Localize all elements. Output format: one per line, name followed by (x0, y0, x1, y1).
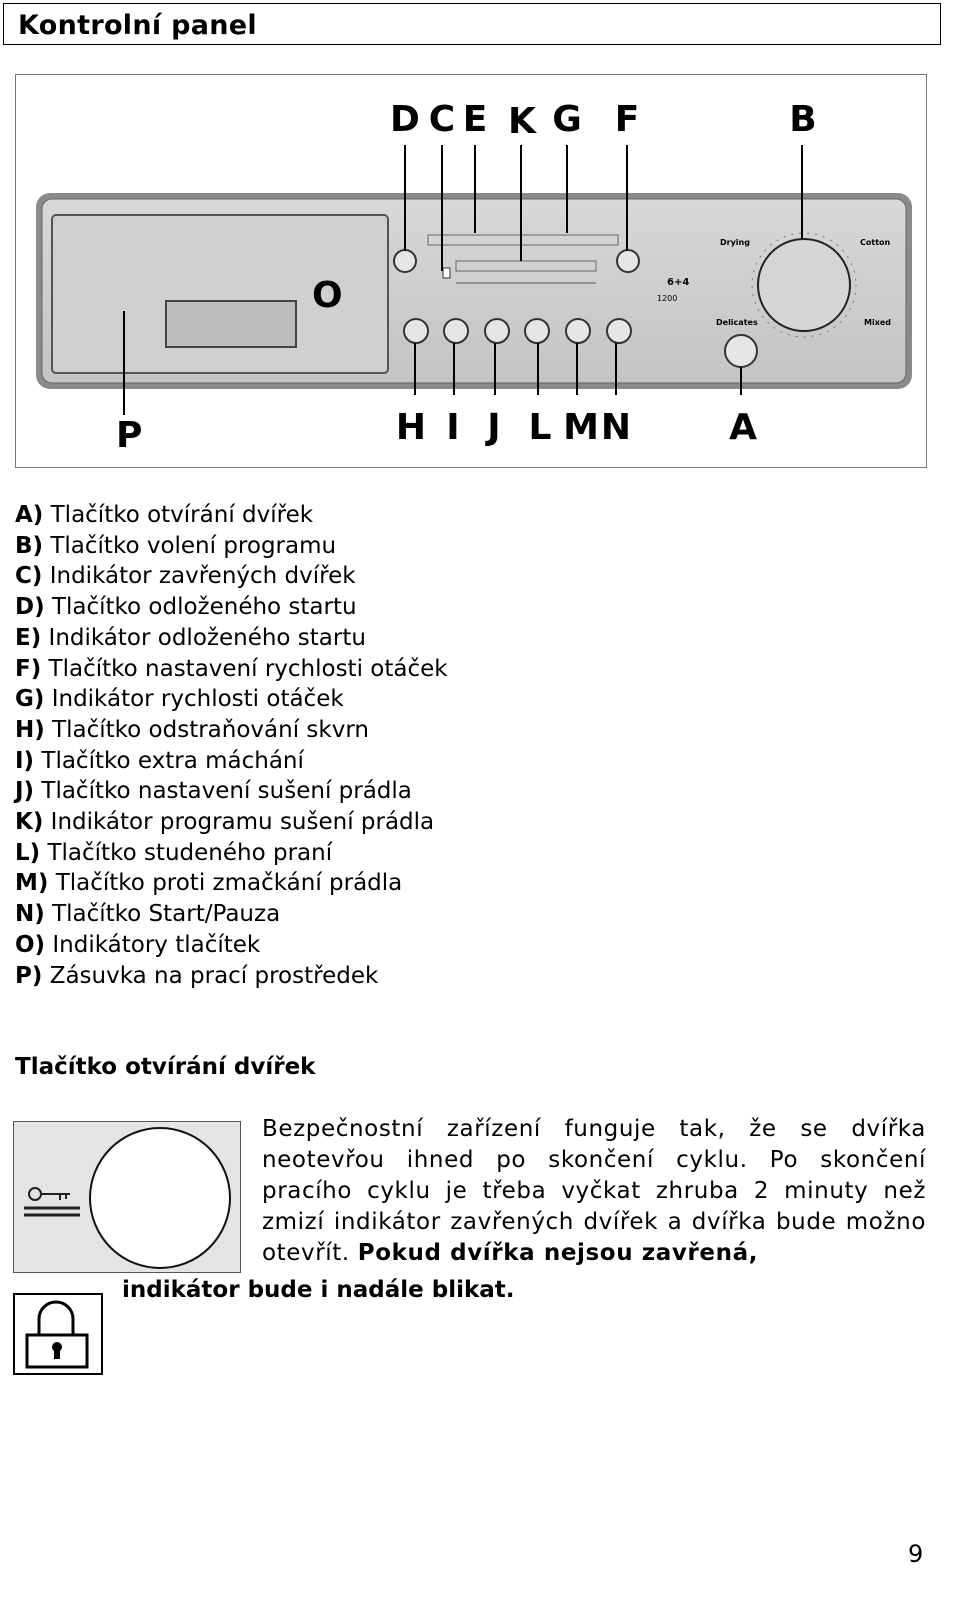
dial-label-delicates: Delicates (716, 318, 758, 327)
stain-button (403, 318, 429, 344)
lock-icon (25, 1300, 89, 1369)
label-o: O (312, 275, 343, 316)
dial-label-cotton: Cotton (860, 238, 891, 247)
spin-speed-button (616, 249, 640, 273)
label-k: K (508, 101, 537, 142)
label-p: P (116, 415, 142, 456)
legend-item: C) Indikátor zavřených dvířek (15, 563, 356, 590)
control-panel-figure: O P 6+4 1200 Drying Cotton Delica (15, 74, 927, 468)
extra-rinse-button (443, 318, 469, 344)
door-lock-indicator (442, 267, 451, 279)
anti-crease-button (565, 318, 591, 344)
dial-label-mixed: Mixed (864, 318, 891, 327)
page-number: 9 (908, 1540, 924, 1568)
drawer-handle (165, 300, 297, 348)
label-f: F (615, 99, 640, 140)
legend-item: L) Tlačítko studeného praní (15, 839, 333, 866)
label-a: A (729, 407, 757, 448)
dial-ticks (751, 232, 857, 338)
cold-wash-button (524, 318, 550, 344)
label-j: J (484, 407, 500, 448)
bottom-letters: H I J L M N A (396, 407, 757, 448)
legend-item: K) Indikátor programu sušení prádla (15, 809, 435, 836)
door-button-figure (13, 1121, 241, 1273)
legend-item: A) Tlačítko otvírání dvířek (15, 502, 314, 528)
legend-item: D) Tlačítko odloženého startu (15, 594, 357, 621)
program-dial (757, 238, 851, 332)
door-open-button (724, 334, 758, 368)
label-n: N (601, 407, 631, 448)
legend-item: G) Indikátor rychlosti otáček (15, 686, 344, 713)
label-c: C (429, 99, 455, 140)
legend-item: N) Tlačítko Start/Pauza (15, 901, 281, 928)
door-button-svg (24, 1127, 231, 1269)
label-d: D (390, 99, 420, 140)
label-e: E (463, 99, 488, 140)
indicator-strip-top (427, 234, 619, 246)
legend-list: A) Tlačítko otvírání dvířek B) Tlačítko … (15, 500, 448, 991)
legend-item: I) Tlačítko extra máchání (15, 747, 304, 774)
top-letters: D C E K G F B (390, 99, 817, 142)
label-i: I (446, 407, 459, 448)
legend-item: F) Tlačítko nastavení rychlosti otáček (15, 655, 448, 682)
dial-label-drying: Drying (720, 238, 750, 247)
header-box: Kontrolní panel (3, 3, 941, 45)
legend-item: M) Tlačítko proti zmačkání prádla (15, 870, 403, 897)
option-buttons (403, 318, 632, 344)
start-pause-button (606, 318, 632, 344)
door-paragraph-tail: indikátor bude i nadále blikat. (122, 1277, 515, 1303)
page-title: Kontrolní panel (18, 10, 257, 41)
bottom-leaders (414, 343, 742, 395)
delay-start-button (393, 249, 417, 273)
spin-label: 1200 (657, 294, 677, 303)
legend-item: B) Tlačítko volení programu (15, 532, 337, 559)
legend-item: P) Zásuvka na prací prostředek (15, 962, 379, 989)
label-g: G (552, 99, 582, 140)
legend-item: H) Tlačítko odstraňování skvrn (15, 716, 369, 743)
section-title: Tlačítko otvírání dvířek (15, 1054, 316, 1080)
key-icon (28, 1187, 70, 1201)
detergent-drawer (51, 214, 389, 374)
legend-item: E) Indikátor odloženého startu (15, 624, 366, 651)
capacity-label: 6+4 (667, 277, 689, 288)
label-m: M (563, 407, 599, 448)
label-l: L (529, 407, 552, 448)
lock-figure (13, 1293, 103, 1375)
top-leaders (404, 145, 803, 271)
legend-item: O) Indikátory tlačítek (15, 931, 261, 958)
door-paragraph: Bezpečnostní zařízení funguje tak, že se… (262, 1116, 926, 1266)
indicator-strip-bottom (455, 260, 597, 272)
door-button-circle (89, 1127, 231, 1269)
drying-button (484, 318, 510, 344)
label-h: H (396, 407, 426, 448)
control-panel-svg: O P 6+4 1200 Drying Cotton Delica (36, 99, 912, 456)
label-b: B (789, 99, 816, 140)
legend-item: J) Tlačítko nastavení sušení prádla (15, 778, 412, 805)
